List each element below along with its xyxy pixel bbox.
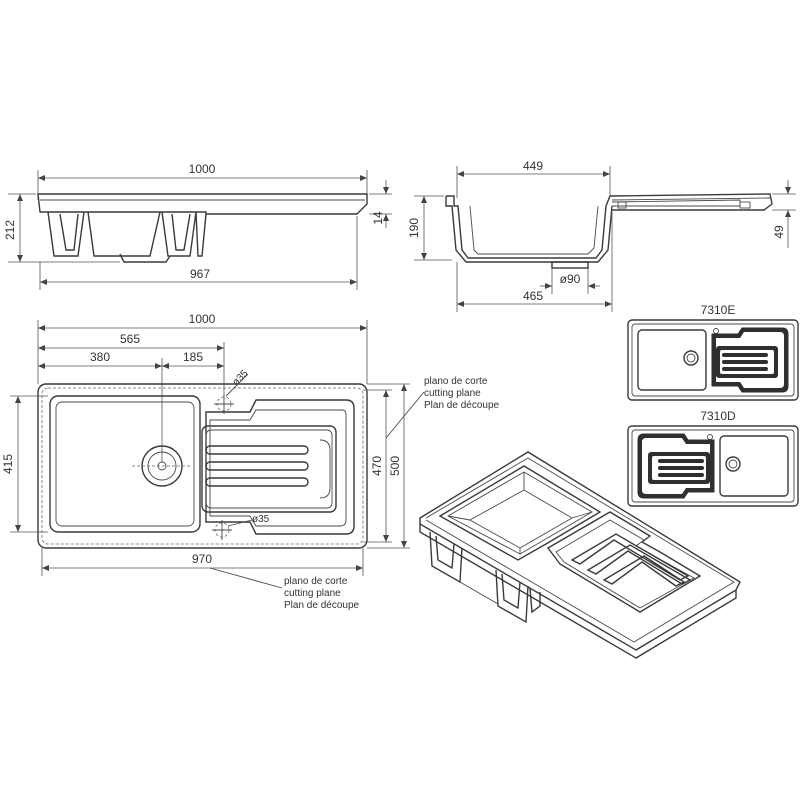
top-bowl-to-tap-label: 185 xyxy=(183,350,203,364)
cutting-plane-en: cutting plane xyxy=(424,388,481,399)
isometric-view xyxy=(419,451,741,659)
cutting-plane-fr: Plan de découpe xyxy=(284,600,360,611)
section-view: 449 190 49 ø90 465 xyxy=(407,159,796,312)
section-bowl-width-label: 449 xyxy=(523,159,543,173)
side-bottom-width-label: 967 xyxy=(190,267,210,281)
cutting-plane-note-bottom: plano de corte cutting plane Plan de déc… xyxy=(284,576,360,611)
cutting-plane-fr: Plan de découpe xyxy=(424,400,500,411)
top-width-label: 1000 xyxy=(189,312,216,326)
side-height-label: 212 xyxy=(3,220,17,240)
variant-left-label: 7310E xyxy=(701,303,736,317)
section-bottom-width-label: 465 xyxy=(523,289,543,303)
top-cut-depth-label: 470 xyxy=(370,456,384,476)
side-width-label: 1000 xyxy=(189,162,216,176)
top-bowl-center-label: 380 xyxy=(90,350,110,364)
top-cut-width-label: 970 xyxy=(192,552,212,566)
tap-hole-top-label: ø35 xyxy=(230,368,250,388)
top-depth-label: 500 xyxy=(388,456,402,476)
cutting-plane-note-right: plano de corte cutting plane Plan de déc… xyxy=(424,376,500,411)
tap-hole-bottom-label: ø35 xyxy=(252,514,270,525)
top-bowl-depth-label: 415 xyxy=(1,454,15,474)
cutting-plane-en: cutting plane xyxy=(284,588,341,599)
section-drain-depth-label: 49 xyxy=(772,225,786,239)
section-outlet-label: ø90 xyxy=(560,272,581,286)
variant-left: 7310E xyxy=(627,303,799,401)
section-depth-label: 190 xyxy=(407,218,421,238)
cutting-plane-es: plano de corte xyxy=(284,576,348,587)
side-view: 1000 212 14 967 xyxy=(3,162,392,290)
variant-right-label: 7310D xyxy=(700,409,736,423)
top-drain-dim-label: 565 xyxy=(120,332,140,346)
cutting-plane-es: plano de corte xyxy=(424,376,488,387)
side-thickness-label: 14 xyxy=(371,211,385,225)
variant-right: 7310D xyxy=(627,409,799,507)
top-view: 1000 565 380 185 ø35 xyxy=(1,312,425,589)
